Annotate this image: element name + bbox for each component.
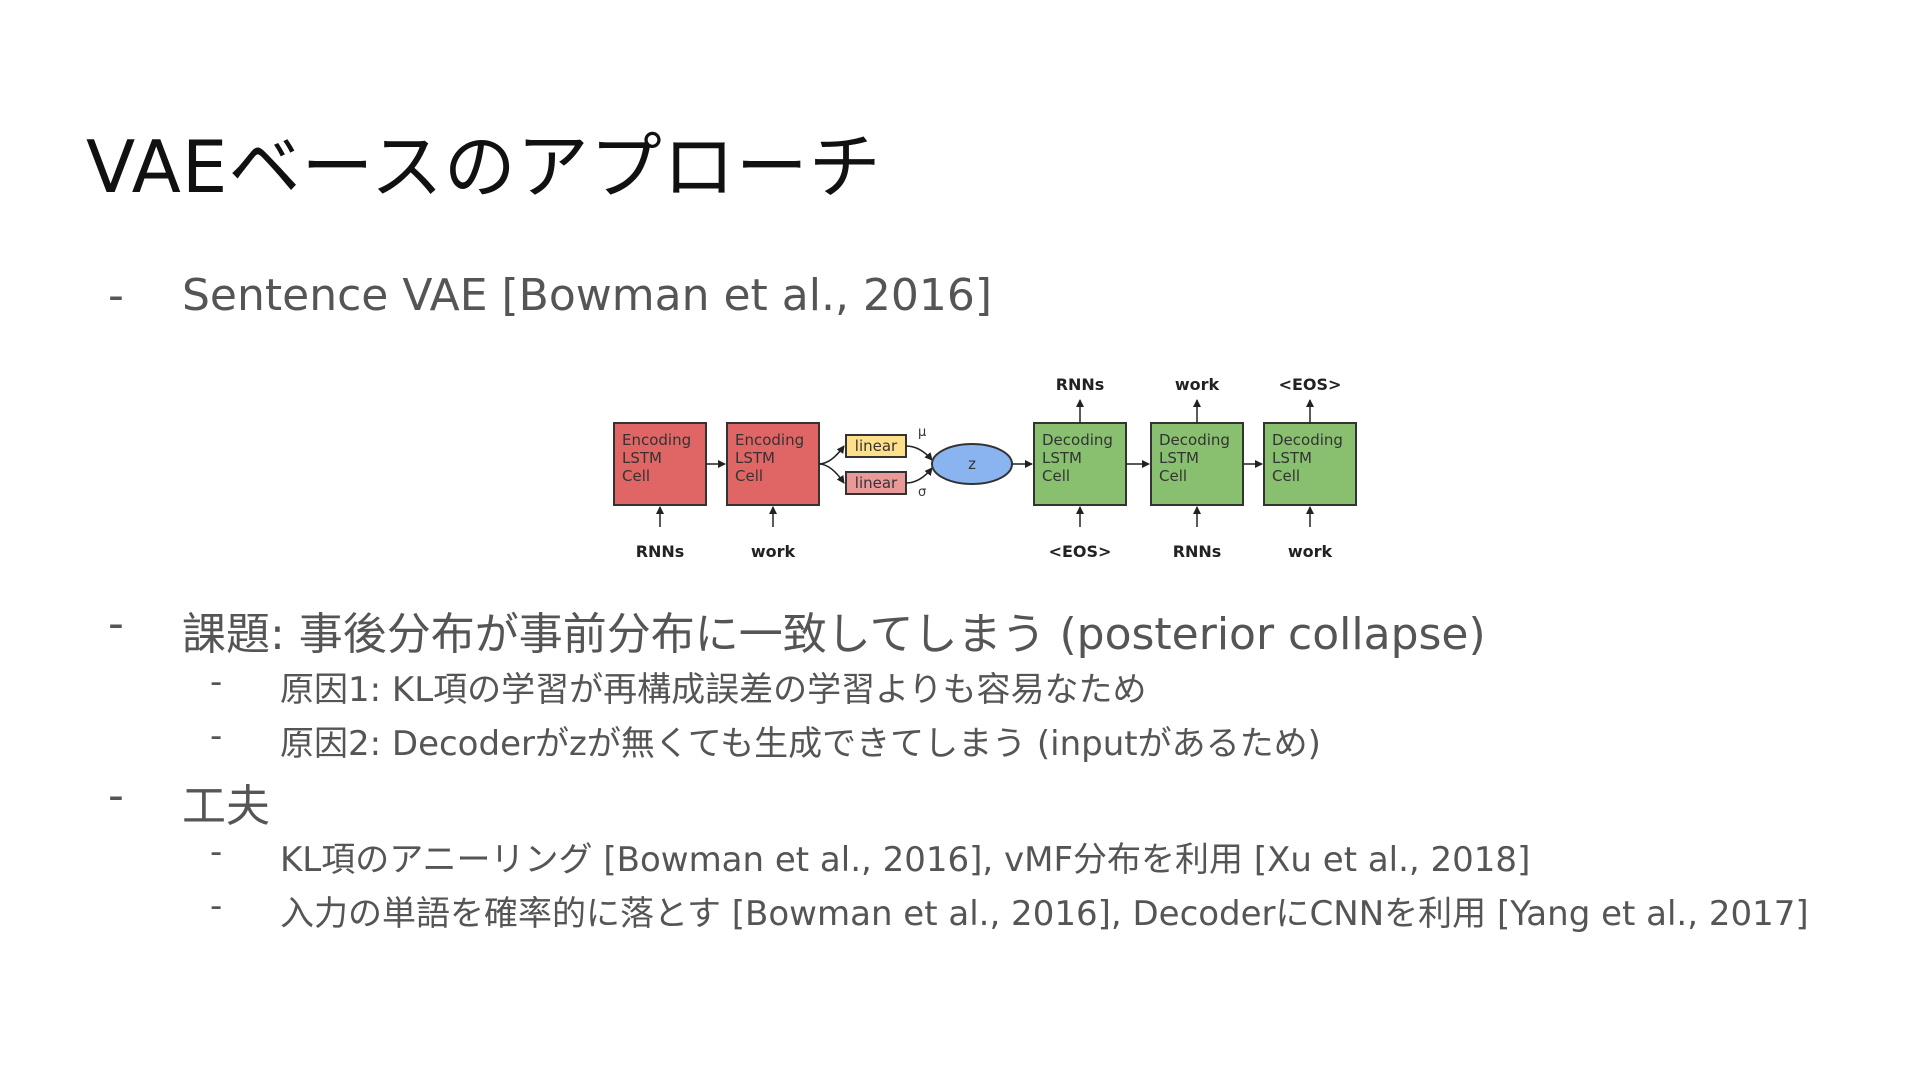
bullet-text: Sentence VAE [Bowman et al., 2016]: [182, 270, 993, 321]
encoding-lstm-cell: [613, 422, 707, 506]
decoder-input-label: <EOS>: [1049, 542, 1112, 561]
mu-symbol: μ: [918, 425, 926, 440]
decoding-lstm-cell-label: Decoding: [1159, 431, 1230, 449]
bullet-text: 原因1: KL項の学習が再構成誤差の学習よりも容易なため: [280, 670, 1147, 710]
linear-sigma-label: linear: [855, 474, 898, 492]
bullet-text: 工夫: [182, 781, 270, 832]
slide-title: VAEベースのアプローチ: [86, 125, 882, 209]
linear-mu-label: linear: [855, 437, 898, 455]
bullet-text: 入力の単語を確率的に落とす [Bowman et al., 2016], Dec…: [280, 894, 1809, 934]
bullet-text: 課題: 事後分布が事前分布に一致してしまう (posterior collaps…: [182, 609, 1486, 660]
encoder-input-label: RNNs: [636, 542, 685, 561]
encoding-lstm-cell-label: Cell: [735, 467, 763, 485]
decoding-lstm-cell-label: Decoding: [1042, 431, 1113, 449]
encoding-lstm-cell-label: Encoding: [735, 431, 804, 449]
encoding-lstm-cell-label: LSTM: [622, 449, 662, 467]
decoder-input-label: RNNs: [1173, 542, 1222, 561]
split-arrow-sigma: [818, 463, 845, 484]
bullet-marker: -: [108, 598, 124, 649]
encoder-input-label: work: [751, 542, 796, 561]
bullet-marker: -: [210, 716, 223, 756]
sigma-arrow: [905, 467, 933, 484]
bullet-text: 原因2: Decoderがzが無くても生成できてしまう (inputがあるため): [280, 724, 1321, 764]
decoding-lstm-cell-label: Cell: [1159, 467, 1187, 485]
sentence-vae-diagram: EncodingLSTMCellRNNsEncodingLSTMCellwork…: [613, 375, 1357, 561]
decoder-output-label: RNNs: [1056, 375, 1105, 394]
encoding-lstm-cell-label: Cell: [622, 467, 650, 485]
encoding-lstm-cell-label: LSTM: [735, 449, 775, 467]
encoding-lstm-cell-label: Encoding: [622, 431, 691, 449]
decoder-input-label: work: [1288, 542, 1333, 561]
bullet-marker: -: [108, 770, 124, 821]
bullet-marker: -: [210, 886, 223, 926]
bullet-text: KL項のアニーリング [Bowman et al., 2016], vMF分布を…: [280, 840, 1531, 880]
latent-z-label: z: [968, 455, 976, 473]
bullet-marker: -: [210, 662, 223, 702]
mu-arrow: [905, 445, 933, 461]
decoding-lstm-cell-label: LSTM: [1272, 449, 1312, 467]
decoding-lstm-cell-label: LSTM: [1042, 449, 1082, 467]
bullet-marker: -: [108, 270, 124, 321]
split-arrow-mu: [818, 445, 845, 465]
decoding-lstm-cell-label: Cell: [1042, 467, 1070, 485]
decoder-output-label: <EOS>: [1279, 375, 1342, 394]
decoding-lstm-cell-label: Cell: [1272, 467, 1300, 485]
bullet-marker: -: [210, 832, 223, 872]
decoding-lstm-cell-label: LSTM: [1159, 449, 1199, 467]
decoding-lstm-cell: [1263, 422, 1357, 506]
decoder-output-label: work: [1175, 375, 1220, 394]
sigma-symbol: σ: [918, 485, 926, 500]
decoding-lstm-cell-label: Decoding: [1272, 431, 1343, 449]
